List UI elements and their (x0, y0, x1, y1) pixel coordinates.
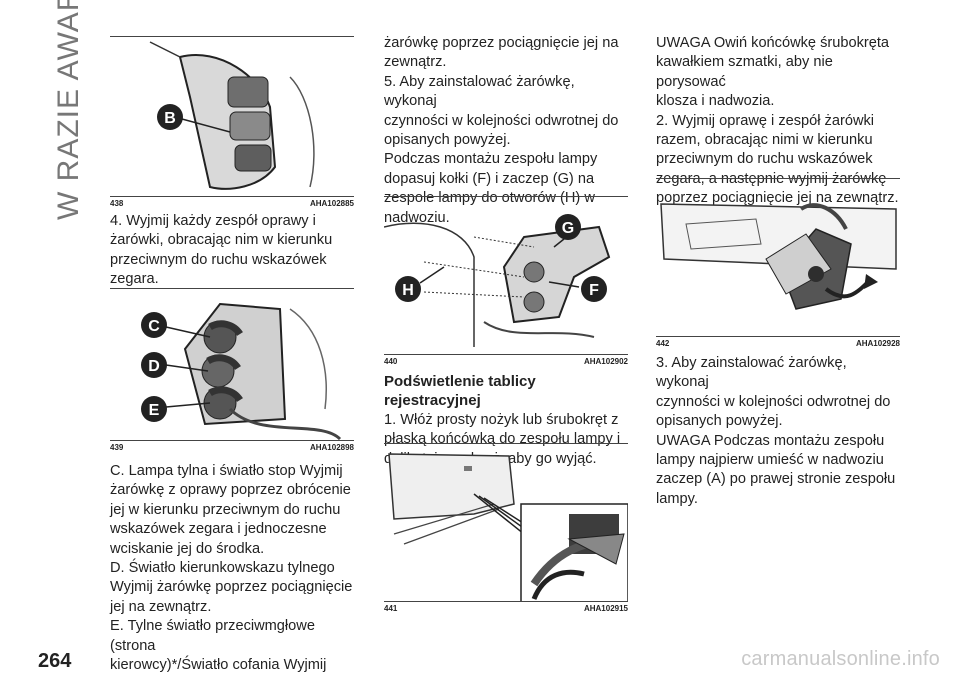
text-line: nadwoziu. (384, 209, 450, 226)
text-line: Wyjmij żarówkę poprzez pociągnięcie (110, 579, 353, 596)
text-block-step4: 4. Wyjmij każdy zespół oprawy i żarówki,… (110, 212, 354, 290)
text-line: przeciwnym do ruchu wskazówek (110, 251, 327, 268)
text-line: żarówkę z oprawy poprzez obrócenie (110, 482, 351, 499)
text-line: E. Tylne światło przeciwmgłowe (strona (110, 618, 315, 654)
figure-code: AHA102928 (855, 339, 900, 348)
text-line: lampy najpierw umieść w nadwoziu (656, 452, 884, 469)
callout-c: C (148, 318, 160, 335)
text-line: kawałkiem szmatki, aby nie porysować (656, 54, 833, 90)
figure-number: 441 (384, 604, 398, 613)
text-line: jej w kierunku przeciwnym do ruchu (110, 501, 341, 518)
text-line: D. Światło kierunkowskazu tylnego (110, 560, 335, 577)
text-line: lampy. (656, 490, 698, 507)
section-heading: Podświetlenie tablicy rejestracyjnej (384, 373, 536, 410)
text-line: opisanych powyżej. (384, 132, 511, 149)
text-line: przeciwnym do ruchu wskazówek (656, 151, 873, 168)
callout-f: F (589, 282, 599, 299)
watermark: carmanualsonline.info (741, 648, 940, 670)
text-line: 2. Wyjmij oprawę i zespół żarówki (656, 112, 875, 129)
text-line: 1. Włóż prosty nożyk lub śrubokręt z (384, 411, 619, 428)
text-line: zegara. (110, 271, 159, 288)
text-line: żarówki, obracając nim w kierunku (110, 232, 333, 249)
text-line: UWAGA Owiń końcówkę śrubokręta (656, 35, 890, 51)
text-line: razem, obracając nimi w kierunku (656, 132, 873, 149)
callout-g: G (562, 220, 574, 237)
figure-code: AHA102898 (309, 443, 354, 452)
text-block-bulbs: C. Lampa tylna i światło stop Wyjmij żar… (110, 462, 354, 675)
figure-438: B 438 AHA102885 (110, 36, 354, 208)
text-line: kierowcy)*/Światło cofania Wyjmij (110, 657, 327, 674)
text-block-step5: żarówkę poprzez pociągnięcie jej na zewn… (384, 34, 628, 228)
figure-440: G H F 440 AHA102902 (384, 196, 628, 366)
callout-d: D (148, 358, 160, 375)
figure-number: 442 (656, 339, 670, 348)
text-line: klosza i nadwozia. (656, 93, 775, 110)
text-line: UWAGA Podczas montażu zespołu (656, 432, 885, 449)
text-line: 3. Aby zainstalować żarówkę, wykonaj (656, 355, 847, 391)
text-line: poprzez pociągnięcie jej na zewnątrz. (656, 190, 899, 207)
figure-442: 442 AHA102928 (656, 178, 900, 348)
text-block-step3: 3. Aby zainstalować żarówkę, wykonaj czy… (656, 354, 900, 509)
page-number: 264 (38, 650, 72, 672)
text-line: Podczas montażu zespołu lampy (384, 151, 598, 168)
figure-code: AHA102885 (309, 199, 354, 208)
figure-code: AHA102915 (583, 604, 628, 613)
text-line: żarówkę poprzez pociągnięcie jej na (384, 35, 619, 51)
callout-marker (157, 104, 183, 130)
text-line: wskazówek zegara i jednoczesne (110, 521, 327, 538)
text-line: zaczep (A) po prawej stronie zespołu (656, 471, 896, 488)
text-line: opisanych powyżej. (656, 413, 783, 430)
text-line: wciskanie jej do środka. (110, 540, 265, 557)
text-line: czynności w kolejności odwrotnej do (384, 112, 619, 129)
section-title: W RAZIE AWARII (52, 0, 85, 220)
callout-e: E (149, 402, 160, 419)
figure-439: C D E 439 AHA102898 (110, 288, 354, 452)
text-line: dopasuj kołki (F) i zaczep (G) na (384, 170, 595, 187)
figure-number: 438 (110, 199, 124, 208)
text-line: 4. Wyjmij każdy zespół oprawy i (110, 213, 316, 229)
text-line: C. Lampa tylna i światło stop Wyjmij (110, 463, 343, 479)
figure-number: 439 (110, 443, 124, 452)
text-line: zewnątrz. (384, 54, 447, 71)
callout-h: H (402, 282, 414, 299)
text-line: zespole lampy do otworów (H) w (384, 190, 595, 207)
callout-b: B (164, 110, 176, 127)
figure-441: 441 AHA102915 (384, 443, 628, 613)
text-line: czynności w kolejności odwrotnej do (656, 393, 891, 410)
text-block-note1: UWAGA Owiń końcówkę śrubokręta kawałkiem… (656, 34, 900, 209)
figure-number: 440 (384, 357, 398, 366)
figure-code: AHA102902 (583, 357, 628, 366)
text-line: 5. Aby zainstalować żarówkę, wykonaj (384, 73, 575, 110)
text-line: jej na zewnątrz. (110, 598, 212, 615)
